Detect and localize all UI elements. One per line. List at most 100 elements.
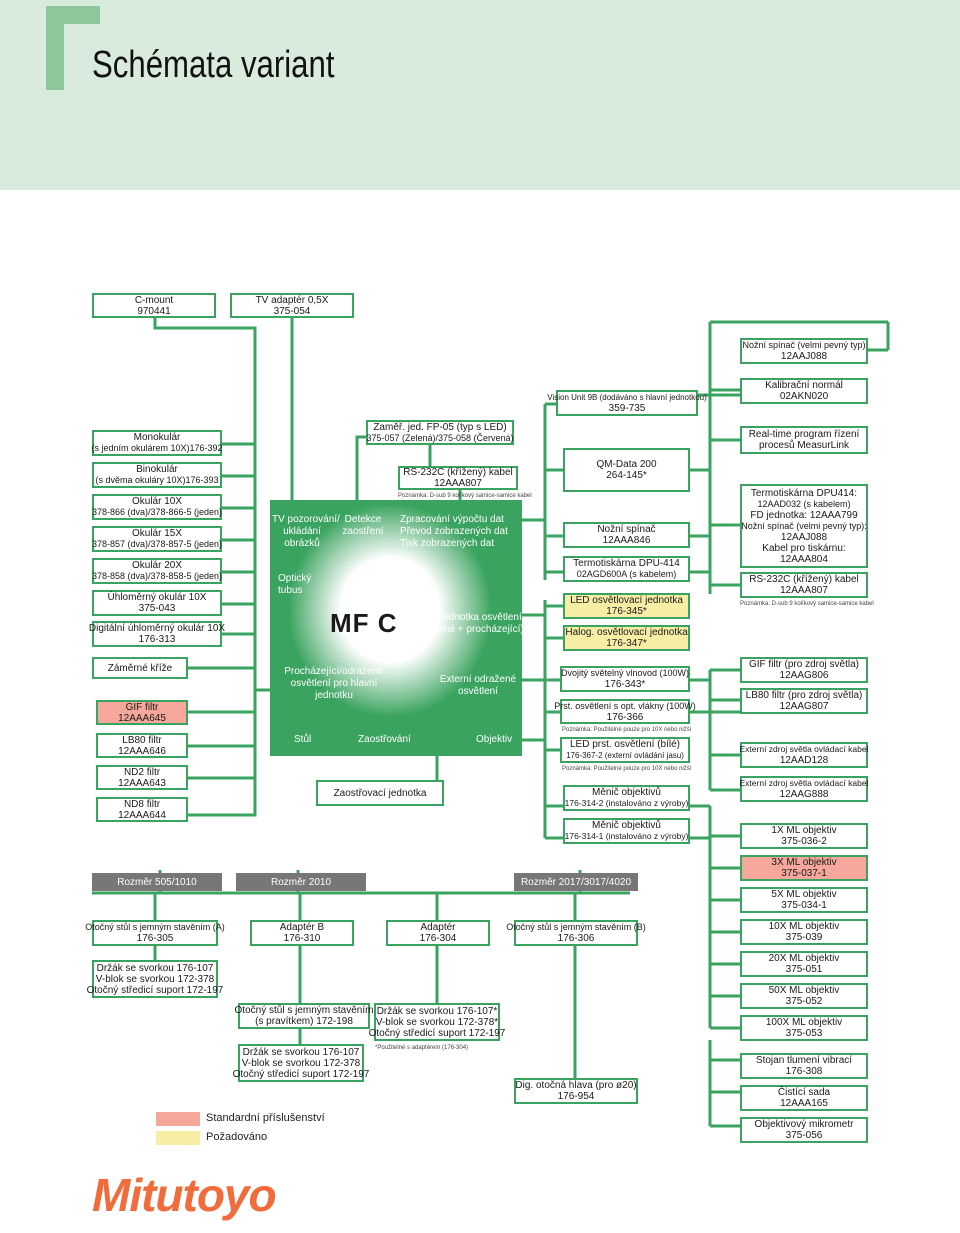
lb80-light-filter-box[interactable]: LB80 filtr (pro zdroj světla) 12AAG807 [740, 688, 868, 714]
objective-micrometer-box[interactable]: Objektivový mikrometr 375-056 [740, 1117, 868, 1143]
printer-line: 12AAD032 (s kabelem) [757, 498, 851, 509]
objective-20x-box[interactable]: 20X ML objektiv 375-051 [740, 951, 868, 977]
reticle-label: Záměrné kříže [107, 662, 173, 674]
printer-accessories-box[interactable]: Termotiskárna DPU414: 12AAD032 (s kabele… [740, 484, 868, 568]
external-cable-1-box[interactable]: Externí zdroj světla ovládací kabel 12AA… [739, 742, 869, 768]
led-ring-code: 176-367-2 (externí ovládání jasu) [566, 751, 684, 760]
objective-1x-box[interactable]: 1X ML objektiv 375-036-2 [740, 823, 868, 849]
printer-line: 12AAJ088 [780, 531, 828, 543]
holder2-line: V-blok se svorkou 172-378* [375, 1016, 499, 1028]
dual-guide-box[interactable]: Dvojitý světelný vlnovod (100W) 176-343* [560, 666, 690, 692]
external-light-text: Externí odražené osvětlení [439, 674, 517, 697]
led-unit-label: LED osvětlovací jednotka [570, 595, 683, 606]
nd2-filter-box[interactable]: ND2 filtr 12AAA643 [96, 765, 188, 790]
left-item-l1: Digitální úhloměrný okulár 10X [88, 623, 226, 634]
size-2010-header: Rozměr 2010 [236, 873, 366, 891]
realtime-program-box[interactable]: Real-time program řízení procesů MeasurL… [740, 426, 868, 454]
adapter-box[interactable]: Adaptér 176-304 [386, 920, 490, 946]
printer-line: Nožní spínač (velmi pevný typ): [741, 520, 867, 531]
vision-unit-box[interactable]: Vision Unit 9B (dodáváno s hlavní jednot… [547, 390, 707, 416]
micro-label: Objektivový mikrometr [754, 1119, 854, 1130]
lb80-filter-box[interactable]: LB80 filtr 12AAA646 [96, 733, 188, 758]
rotary-stage-a-box[interactable]: Otočný stůl s jemným stavěním (A) 176-30… [85, 920, 225, 946]
ring-light-box[interactable]: Prst. osvětlení s opt. vlákny (100W) 176… [554, 699, 696, 724]
halogen-unit-box[interactable]: Halog. osvětlovací jednotka 176-347* [563, 625, 690, 651]
objective-50x-box[interactable]: 50X ML objektiv 375-052 [740, 983, 868, 1009]
qm-data-box[interactable]: QM-Data 200 264-145* [563, 448, 690, 492]
left-item[interactable]: Okulár 10X 378-866 (dva)/378-866-5 (jede… [92, 494, 222, 520]
nd2-filter-label: ND2 filtr [123, 766, 161, 778]
rs232-code: 12AAA807 [434, 478, 482, 489]
size1-label: Rozměr 505/1010 [117, 876, 197, 888]
realtime-l2: procesů MeasurLink [758, 440, 850, 451]
changer1-code: 176-314-1 (instalováno z výroby) [564, 831, 689, 841]
main-illumination-text: Hlavní jednotka osvětlení (odražené + pr… [410, 612, 524, 635]
objective-100x-box[interactable]: 100X ML objektiv 375-053 [740, 1015, 868, 1041]
cmount-label: C-mount [134, 294, 174, 306]
left-item[interactable]: Binokulár (s dvěma okuláry 10X)176-393 [92, 462, 222, 488]
legend-standard-label: Standardní příslušenství [206, 1112, 325, 1124]
tv-adapter-box[interactable]: TV adaptér 0,5X 375-054 [230, 293, 354, 318]
qm-data-label: QM-Data 200 [596, 459, 657, 470]
holder-set-1-box[interactable]: Držák se svorkou 176-107 V-blok se svork… [87, 960, 223, 998]
objective-10x-box[interactable]: 10X ML objektiv 375-039 [740, 919, 868, 945]
foot-hard-label: Nožní spínač (velmi pevný typ) [742, 340, 866, 350]
led-unit-box[interactable]: LED osvětlovací jednotka 176-345* [563, 593, 690, 619]
calibration-standard-box[interactable]: Kalibrační normál 02AKN020 [740, 378, 868, 404]
focus-unit-fp05-box[interactable]: Zaměř. jed. FP-05 (typ s LED) 375-057 (Z… [366, 420, 514, 445]
led-ring-box[interactable]: LED prst. osvětlení (bílé) 176-367-2 (ex… [560, 737, 690, 763]
thermal-printer-code: 02AGD600A (s kabelem) [576, 569, 677, 579]
adapter-b-box[interactable]: Adaptér B 176-310 [250, 920, 354, 946]
left-item-l2: 378-857 (dva)/378-857-5 (jeden) [91, 539, 223, 549]
ext2-code: 12AAG888 [779, 789, 829, 800]
objective-text: Objektiv [476, 734, 513, 745]
cleaning-kit-box[interactable]: Čistící sada 12AAA165 [740, 1085, 868, 1111]
objective-changer-1-box[interactable]: Měnič objektivů 176-314-1 (instalováno z… [563, 818, 690, 844]
thermal-printer-box[interactable]: Termotiskárna DPU-414 02AGD600A (s kabel… [563, 556, 690, 582]
left-item[interactable]: Monokulár (s jedním okulárem 10X)176-392 [91, 430, 223, 456]
gif-light-filter-box[interactable]: GIF filtr (pro zdroj světla) 12AAG806 [740, 657, 868, 683]
objective-3x-box[interactable]: 3X ML objektiv 375-037-1 [740, 855, 868, 881]
obj100-code: 375-053 [785, 1028, 823, 1039]
vision-unit-code: 359-735 [608, 403, 646, 414]
gif-filter-box[interactable]: GIF filtr 12AAA645 [96, 700, 188, 725]
stageA-code: 176-305 [136, 933, 174, 944]
rotary-stage-ruler-box[interactable]: Otočný stůl s jemným stavěním (s pravítk… [235, 1003, 373, 1029]
objective-changer-2-box[interactable]: Měnič objektivů 176-314-2 (instalováno z… [563, 785, 690, 811]
holder2-note: *Použitelné s adaptérem (176-304) [375, 1045, 469, 1051]
lb80-filter-label: LB80 filtr [122, 734, 162, 746]
external-cable-2-box[interactable]: Externí zdroj světla ovládací kabel 12AA… [740, 776, 869, 802]
rs232-right-code: 12AAA807 [780, 585, 828, 596]
vibration-stand-box[interactable]: Stojan tlumení vibrací 176-308 [740, 1053, 868, 1079]
digital-rotary-head-box[interactable]: Dig. otočná hlava (pro ø20) 176-954 [514, 1078, 638, 1104]
rs232-cable-box[interactable]: RS-232C (křížený) kabel 12AAA807 [398, 466, 518, 490]
printer-line: Termotiskárna DPU414: [750, 487, 858, 499]
rotary-stage-b-box[interactable]: Otočný stůl s jemným stavěním (B) 176-30… [506, 920, 646, 946]
stageB-label: Otočný stůl s jemným stavěním (B) [506, 922, 646, 932]
cmount-box[interactable]: C-mount 970441 [92, 293, 216, 318]
model-name: MF C [330, 608, 398, 638]
left-item-l2: 375-043 [138, 603, 176, 614]
focus-unit-box[interactable]: Zaostřovací jednotka [316, 780, 444, 806]
holder1-line: Otočný středicí suport 172-197 [86, 984, 224, 996]
optical-tube-text: Optický tubus [278, 573, 312, 596]
holder-set-3-box[interactable]: Držák se svorkou 176-107 V-blok se svork… [233, 1044, 369, 1082]
holder-set-2-box[interactable]: Držák se svorkou 176-107* V-blok se svor… [369, 1003, 505, 1041]
left-item[interactable]: Digitální úhloměrný okulár 10X 176-313 [88, 621, 226, 647]
foot-switch-box[interactable]: Nožní spínač 12AAA846 [563, 522, 690, 548]
foot-switch-hard-box[interactable]: Nožní spínač (velmi pevný typ) 12AAJ088 [740, 338, 868, 364]
reticle-box[interactable]: Záměrné kříže [92, 657, 188, 679]
halogen-unit-label: Halog. osvětlovací jednotka [565, 627, 688, 638]
ext1-label: Externí zdroj světla ovládací kabel [739, 744, 869, 754]
nd8-filter-box[interactable]: ND8 filtr 12AAA644 [96, 797, 188, 822]
left-item[interactable]: Okulár 20X 378-858 (dva)/378-858-5 (jede… [92, 558, 222, 584]
corner-mark [46, 6, 64, 90]
tv-adapter-label: TV adaptér 0,5X [255, 294, 329, 306]
adapterB-code: 176-310 [283, 933, 321, 944]
left-item-l2: (s jedním okulárem 10X)176-392 [91, 443, 223, 453]
obj100-label: 100X ML objektiv [765, 1017, 843, 1028]
rs232-right-box[interactable]: RS-232C (křížený) kabel 12AAA807 [740, 572, 868, 598]
left-item[interactable]: Okulár 15X 378-857 (dva)/378-857-5 (jede… [92, 526, 222, 552]
left-item[interactable]: Úhloměrný okulár 10X 375-043 [92, 590, 222, 616]
objective-5x-box[interactable]: 5X ML objektiv 375-034-1 [740, 887, 868, 913]
